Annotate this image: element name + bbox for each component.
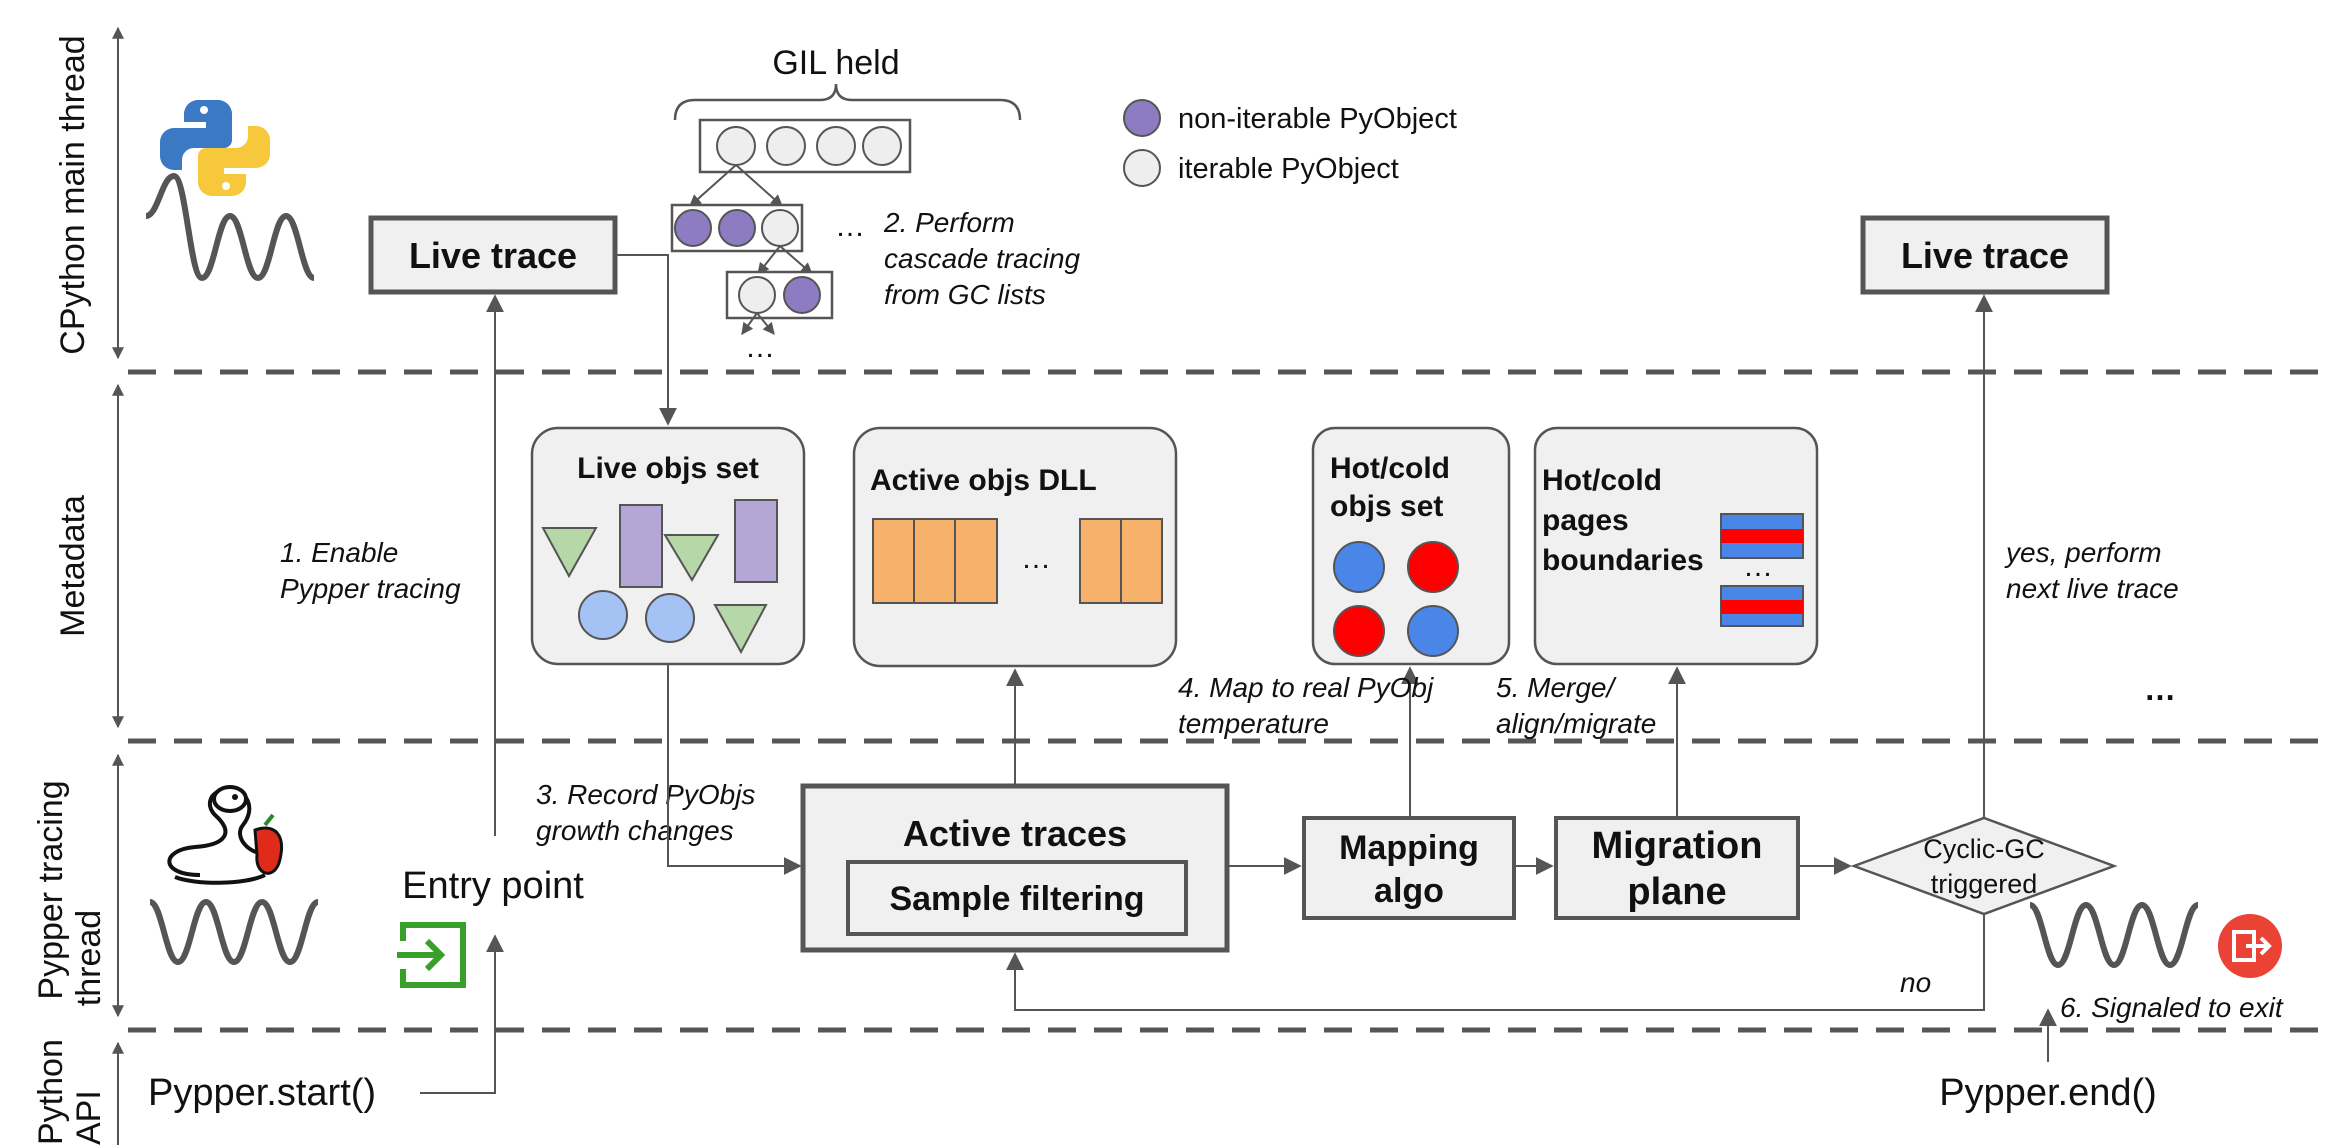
lane-label-tracing-thread-2: thread (70, 910, 108, 1006)
svg-text:Live trace: Live trace (1901, 235, 2069, 276)
gil-brace (673, 83, 1022, 121)
pypper-start-call: Pypper.start() (148, 1072, 376, 1114)
lane-labels: CPython main thread Metadata Pypper trac… (32, 35, 108, 1145)
svg-text:pages: pages (1542, 504, 1629, 537)
migration-plane-box: Migration plane (1554, 816, 1800, 920)
svg-text:Live objs set: Live objs set (577, 452, 759, 485)
live-objs-set-box: Live objs set (530, 426, 806, 666)
svg-text:from GC lists: from GC lists (884, 279, 1046, 310)
legend-iterable-label: iterable PyObject (1178, 153, 1399, 185)
lane-label-main-thread: CPython main thread (54, 35, 92, 354)
exit-icon (2218, 914, 2282, 978)
svg-text:yes, perform: yes, perform (2004, 537, 2162, 568)
entry-point-label: Entry point (402, 865, 584, 907)
svg-text:1. Enable: 1. Enable (280, 537, 398, 568)
lane-label-tracing-thread-1: Pypper tracing (32, 780, 70, 999)
svg-text:Mapping: Mapping (1339, 829, 1479, 867)
exit-thread-wave-icon (2028, 901, 2200, 969)
svg-text:Hot/cold: Hot/cold (1330, 452, 1450, 485)
gil-cascade-tree: GIL held … … (670, 44, 1022, 364)
lane-label-python-api-1: Python (32, 1039, 70, 1145)
svg-text:algo: algo (1374, 872, 1444, 910)
svg-text:3. Record PyObjs: 3. Record PyObjs (536, 779, 755, 810)
svg-text:plane: plane (1627, 871, 1726, 913)
mapping-algo-box: Mapping algo (1302, 816, 1516, 920)
svg-text:align/migrate: align/migrate (1496, 708, 1656, 739)
svg-text:5. Merge/: 5. Merge/ (1496, 672, 1617, 703)
entry-point-icon (397, 922, 466, 988)
metadata-ellipsis: … (2144, 671, 2176, 707)
svg-text:4. Map to real PyObj: 4. Map to real PyObj (1178, 672, 1434, 703)
svg-text:next live trace: next live trace (2006, 573, 2179, 604)
legend-non-iterable-swatch (1123, 99, 1161, 137)
active-objs-dll-box: Active objs DLL … (852, 426, 1178, 668)
step1-annotation: 1. Enable Pypper tracing (280, 537, 461, 604)
python-logo-icon (160, 100, 270, 196)
main-thread-wave-icon (144, 172, 316, 282)
legend-iterable-swatch (1123, 149, 1161, 187)
svg-text:temperature: temperature (1178, 708, 1329, 739)
step4-annotation: 4. Map to real PyObj temperature (1178, 672, 1434, 739)
svg-text:triggered: triggered (1931, 869, 2038, 899)
pypper-snake-mascot-icon (167, 785, 283, 885)
hotcold-pages-boundaries-box: Hot/cold pages boundaries … (1533, 426, 1819, 666)
svg-text:objs set: objs set (1330, 490, 1443, 523)
yes-annotation: yes, perform next live trace (2004, 537, 2179, 604)
live-trace-right-box: Live trace (1860, 215, 2110, 295)
svg-text:Migration: Migration (1592, 825, 1763, 867)
cyclic-gc-decision: Cyclic-GC triggered (1850, 816, 2118, 916)
step2-annotation: 2. Perform cascade tracing from GC lists (883, 207, 1081, 310)
lane-label-python-api-2: API (70, 1090, 108, 1145)
svg-text:Active traces: Active traces (903, 813, 1127, 854)
hotcold-objs-set-box: Hot/cold objs set (1311, 426, 1511, 666)
lane-label-metadata: Metadata (54, 495, 92, 637)
pypper-end-call: Pypper.end() (1939, 1072, 2157, 1114)
tracing-thread-wave-icon (148, 898, 320, 966)
step6-annotation: 6. Signaled to exit (2060, 992, 2284, 1023)
no-annotation: no (1900, 967, 1931, 998)
svg-text:Pypper tracing: Pypper tracing (280, 573, 461, 604)
svg-text:boundaries: boundaries (1542, 544, 1704, 577)
svg-text:…: … (1021, 542, 1051, 575)
legend-non-iterable-label: non-iterable PyObject (1178, 103, 1457, 135)
gil-held-label: GIL held (772, 44, 899, 82)
legend: non-iterable PyObject iterable PyObject (1123, 99, 1457, 187)
svg-text:Cyclic-GC: Cyclic-GC (1923, 834, 2045, 864)
live-trace-left-box: Live trace (368, 215, 618, 295)
gil-ellipsis-side: … (835, 210, 865, 243)
svg-text:Active objs DLL: Active objs DLL (870, 464, 1097, 497)
gil-ellipsis-bottom: … (745, 331, 775, 364)
step5-annotation: 5. Merge/ align/migrate (1496, 672, 1656, 739)
svg-text:Live trace: Live trace (409, 235, 577, 276)
svg-text:…: … (1743, 550, 1773, 583)
svg-text:Hot/cold: Hot/cold (1542, 464, 1662, 497)
active-traces-box: Active traces Sample filtering (800, 783, 1230, 953)
svg-text:growth changes: growth changes (536, 815, 734, 846)
svg-text:Sample filtering: Sample filtering (889, 880, 1144, 918)
svg-text:2. Perform: 2. Perform (883, 207, 1015, 238)
step3-annotation: 3. Record PyObjs growth changes (536, 779, 755, 846)
svg-text:cascade tracing: cascade tracing (884, 243, 1081, 274)
